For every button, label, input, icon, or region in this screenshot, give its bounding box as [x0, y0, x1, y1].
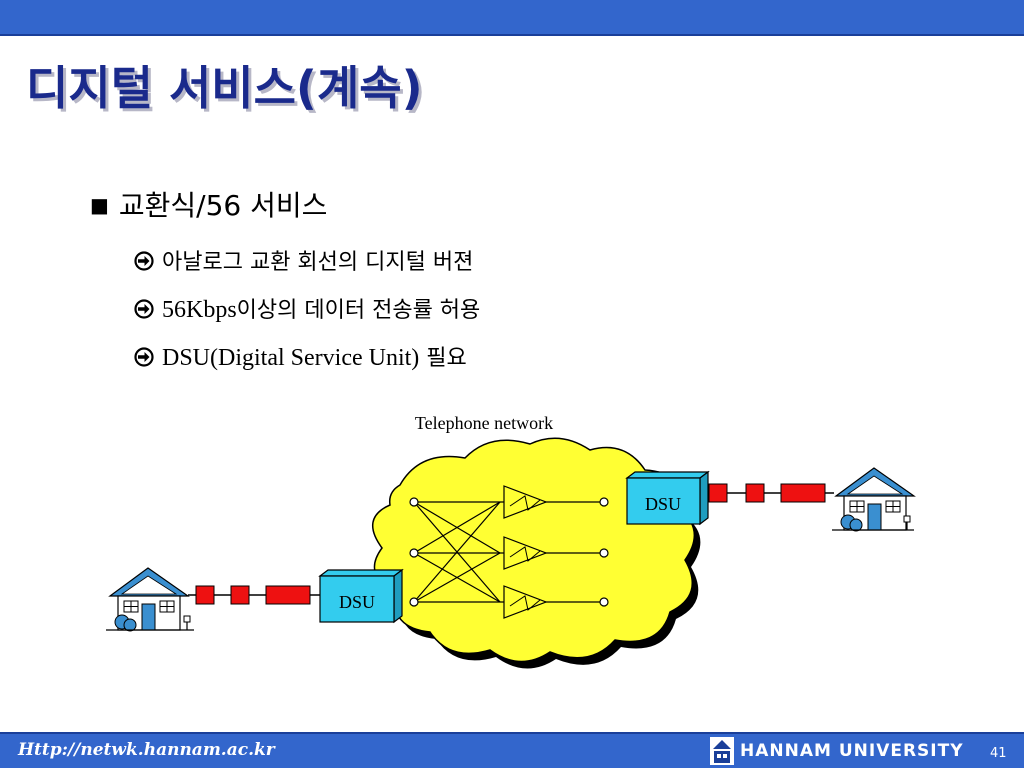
top-bar-line [0, 34, 1024, 36]
bullet-main: ■ 교환식/56 서비스 [90, 184, 327, 224]
slide-title: 디지털 서비스(계속) [26, 61, 423, 115]
sub-bullet-3-text: 필요 [419, 346, 467, 371]
sub-bullet-3-prefix: DSU(Digital Service Unit) [162, 345, 420, 371]
sub-bullet-3: DSU(Digital Service Unit) 필요 [134, 340, 467, 372]
switch-nodes [409, 497, 609, 607]
university-name: HANNAM UNIVERSITY [740, 741, 964, 761]
house-left-icon [106, 567, 194, 632]
arrow-circle-icon [134, 347, 154, 367]
network-label: Telephone network [415, 413, 553, 433]
telephone-network-diagram: Telephone network [106, 413, 916, 669]
footer-line [0, 732, 1024, 734]
sub-bullet-2-prefix: 56Kbps [162, 297, 237, 323]
arrow-circle-icon [134, 299, 154, 319]
dsu-right: DSU [625, 470, 710, 526]
sub-bullet-1-text: 아날로그 교환 회선의 디지털 버젼 [162, 250, 474, 275]
sub-bullet-2-text: 이상의 데이터 전송률 허용 [236, 298, 481, 323]
footer-url-link[interactable]: Http://netwk.hannam.ac.kr [18, 740, 275, 760]
sub-bullet-1: 아날로그 교환 회선의 디지털 버젼 [134, 244, 473, 276]
arrow-circle-icon [134, 251, 154, 271]
university-brand: HANNAM UNIVERSITY [710, 737, 964, 765]
square-bullet-icon: ■ [90, 193, 109, 217]
hannam-logo-icon [710, 737, 734, 765]
bullet-main-text: 교환식/56 서비스 [118, 189, 328, 222]
page-number: 41 [990, 746, 1007, 761]
house-right-icon [832, 467, 916, 532]
amplifier-triangles [503, 485, 548, 619]
dsu-left-label: DSU [339, 592, 375, 612]
dsu-left: DSU [318, 568, 404, 624]
right-digital-line [698, 483, 834, 503]
top-bar [0, 0, 1024, 34]
dsu-right-label: DSU [645, 494, 681, 514]
left-digital-line [188, 585, 322, 605]
sub-bullet-2: 56Kbps이상의 데이터 전송률 허용 [134, 292, 480, 324]
footer-bar [0, 734, 1024, 768]
